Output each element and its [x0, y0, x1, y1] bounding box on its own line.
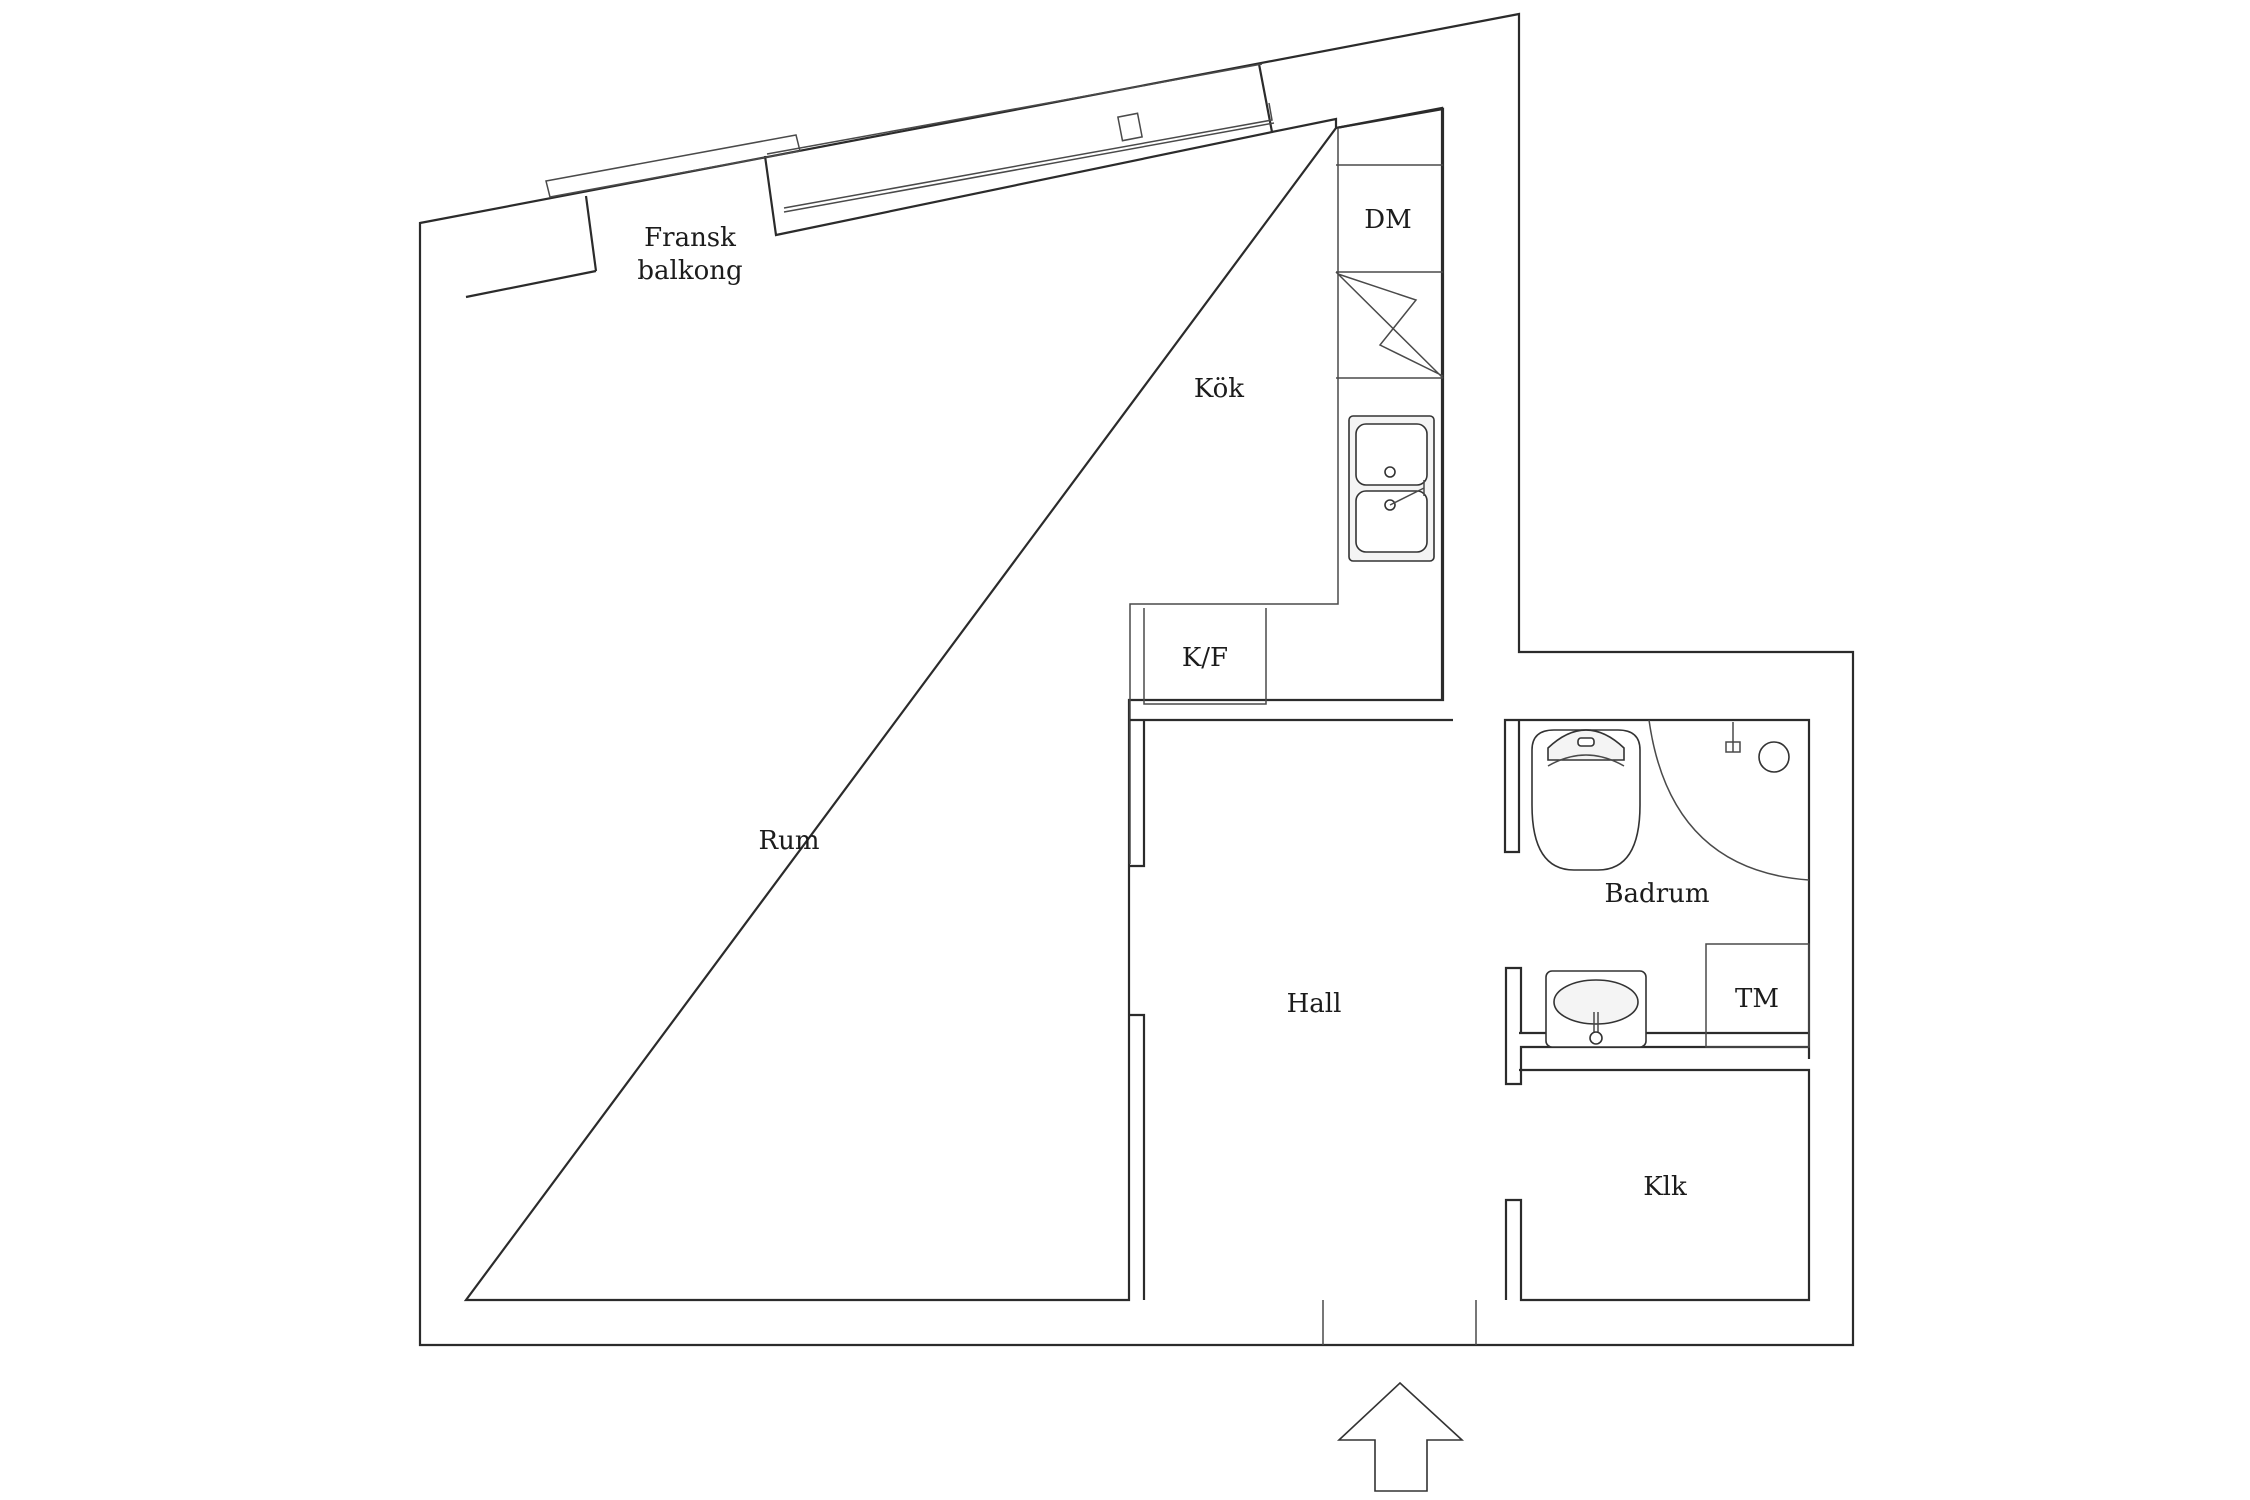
toilet: [1531, 729, 1641, 871]
window-latch: [1117, 112, 1143, 142]
stove-symbol: [1335, 271, 1444, 379]
shower-head: [1725, 722, 1741, 753]
label-kf: K/F: [1182, 643, 1228, 673]
label-hall: Hall: [1287, 989, 1342, 1019]
tm-box: [1705, 943, 1810, 1048]
label-badrum: Badrum: [1604, 879, 1709, 909]
window-ledge: [766, 63, 1275, 213]
sink-faucet: [1389, 480, 1425, 506]
label-tm: TM: [1735, 984, 1779, 1014]
sink-drain-1: [1384, 466, 1396, 478]
label-rum: Rum: [759, 826, 820, 856]
washbasin-bowl: [1553, 979, 1639, 1025]
label-klk: Klk: [1643, 1172, 1687, 1202]
kitchen-wall: [1335, 106, 1444, 700]
closet-walls: [1504, 1068, 1811, 1302]
toilet-button: [1577, 737, 1595, 747]
partition-rum-hall: [1130, 718, 1453, 1300]
kf-box: [1143, 608, 1267, 705]
label-dm: DM: [1364, 205, 1411, 235]
label-fransk-balkong-1: Fransk: [644, 223, 736, 253]
kitchen-sink-bowl-1: [1355, 423, 1428, 486]
toilet-seat: [1547, 754, 1625, 767]
washbasin-tap: [1589, 1031, 1603, 1045]
label-fransk-balkong-2: balkong: [637, 256, 742, 286]
kitchen-sink-bowl-2: [1355, 490, 1428, 553]
entrance-jambs: [1322, 1300, 1477, 1345]
bathroom-walls: [1503, 718, 1811, 1086]
entrance-arrow-icon: [1336, 1381, 1465, 1492]
kitchen-counter: [1129, 128, 1339, 864]
label-kok: Kök: [1194, 374, 1244, 404]
dm-box: [1336, 271, 1443, 379]
inner-wall-rum-kok: [463, 63, 1445, 1302]
outer-wall: [418, 12, 1855, 1347]
shower-arc: [1648, 719, 1810, 881]
shower-drain: [1758, 741, 1790, 773]
balcony-railing: [545, 134, 801, 198]
